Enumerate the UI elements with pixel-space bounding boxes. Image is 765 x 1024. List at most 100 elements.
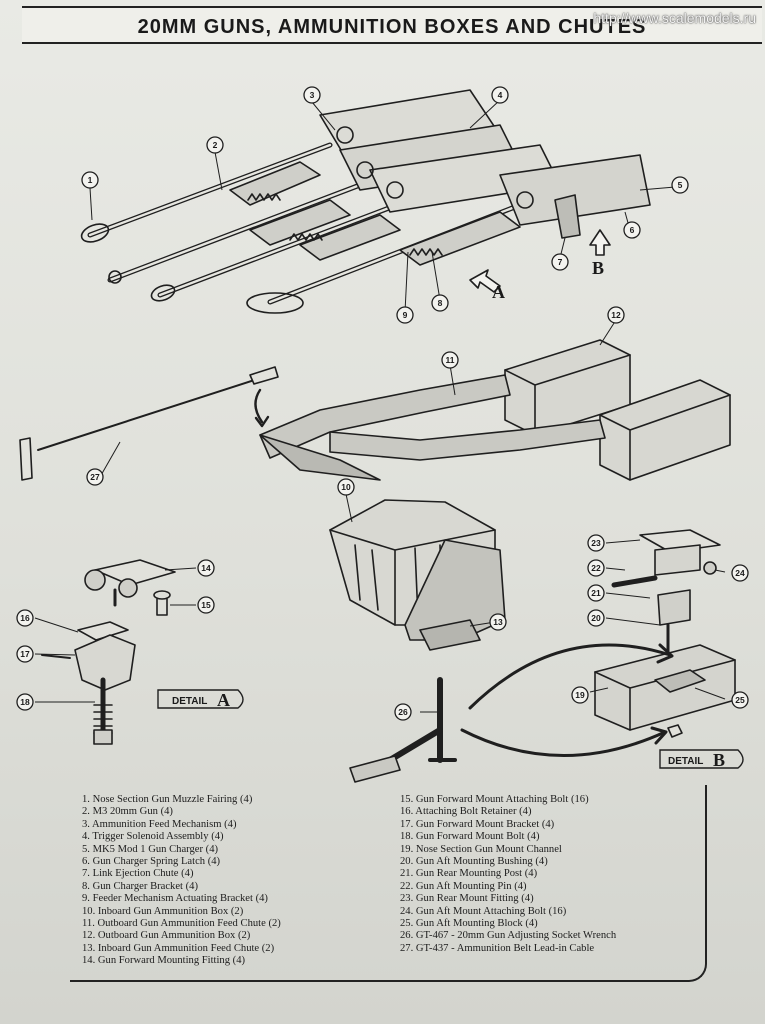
legend-item: 7. Link Ejection Chute (4) xyxy=(82,868,194,880)
callout-13: 13 xyxy=(489,613,507,631)
legend-item: 24. Gun Aft Mount Attaching Bolt (16) xyxy=(400,905,567,917)
callout-number: 8 xyxy=(438,298,443,308)
view-arrow-a-shape xyxy=(469,269,501,293)
callout-circle xyxy=(396,306,414,324)
callout-number: 23 xyxy=(591,538,601,548)
callout-number: 26 xyxy=(398,707,408,717)
view-arrow-b-shape xyxy=(589,229,611,256)
callout-circle xyxy=(489,613,507,631)
inboard-box-group xyxy=(329,499,506,651)
callout-number: 13 xyxy=(493,617,503,627)
callout-10: 10 xyxy=(337,478,355,496)
callout-circle xyxy=(197,596,215,614)
callout-15: 15 xyxy=(197,596,215,614)
callout-9: 9 xyxy=(396,306,414,324)
legend-item: 4. Trigger Solenoid Assembly (4) xyxy=(82,831,224,843)
callout-20: 20 xyxy=(587,609,605,627)
callout-23: 23 xyxy=(587,534,605,552)
callout-circle xyxy=(587,534,605,552)
legend-column-right: 15. Gun Forward Mount Attaching Bolt (16… xyxy=(400,794,616,955)
legend-item: 25. Gun Aft Mounting Block (4) xyxy=(400,918,538,930)
legend-item: 17. Gun Forward Mount Bracket (4) xyxy=(400,818,555,830)
legend-item: 15. Gun Forward Mount Attaching Bolt (16… xyxy=(400,794,589,805)
callout-number: 10 xyxy=(341,482,351,492)
callout-25: 25 xyxy=(731,691,749,709)
callout-12: 12 xyxy=(607,306,625,324)
legend-item: 26. GT-467 - 20mm Gun Adjusting Socket W… xyxy=(400,930,617,942)
detail-a-letter: A xyxy=(217,690,230,710)
legend-item: 9. Feeder Mechanism Actuating Bracket (4… xyxy=(82,893,268,905)
callout-number: 17 xyxy=(20,649,30,659)
legend-item: 8. Gun Charger Bracket (4) xyxy=(82,880,199,892)
callout-1: 1 xyxy=(81,171,99,189)
callout-8: 8 xyxy=(431,294,449,312)
callout-circle xyxy=(441,351,459,369)
callout-7: 7 xyxy=(551,253,569,271)
callout-circle xyxy=(206,136,224,154)
callout-circle xyxy=(571,686,589,704)
detail-a-group xyxy=(41,559,176,745)
callout-circle xyxy=(731,691,749,709)
callout-circle xyxy=(587,584,605,602)
leader-lines xyxy=(34,99,726,713)
legend-item: 5. MK5 Mod 1 Gun Charger (4) xyxy=(82,843,219,855)
callout-24: 24 xyxy=(731,564,749,582)
detail-b-prefix: DETAIL xyxy=(668,756,703,767)
callout-number: 9 xyxy=(403,310,408,320)
callout-circle xyxy=(16,645,34,663)
callout-circle xyxy=(607,306,625,324)
callout-number: 24 xyxy=(735,568,745,578)
callout-number: 3 xyxy=(310,90,315,100)
legend-item: 6. Gun Charger Spring Latch (4) xyxy=(82,856,221,868)
callout-circle xyxy=(86,468,104,486)
callout-number: 20 xyxy=(591,613,601,623)
callout-circle xyxy=(587,609,605,627)
diagram-svg: 1234567891011121314151617181920212223242… xyxy=(16,86,749,783)
legend-column-left: 1. Nose Section Gun Muzzle Fairing (4)2.… xyxy=(82,794,281,968)
legend-item: 11. Outboard Gun Ammunition Feed Chute (… xyxy=(82,918,281,930)
callout-circle xyxy=(431,294,449,312)
callout-number: 16 xyxy=(20,613,30,623)
legend-item: 19. Nose Section Gun Mount Channel xyxy=(400,843,562,855)
legend-item: 27. GT-437 - Ammunition Belt Lead-in Cab… xyxy=(400,942,595,954)
callout-number: 18 xyxy=(20,697,30,707)
callout-number: 21 xyxy=(591,588,601,598)
view-arrow-b-label: B xyxy=(592,258,604,278)
callout-27: 27 xyxy=(86,468,104,486)
detail-a-prefix: DETAIL xyxy=(172,696,207,707)
legend-item: 18. Gun Forward Mount Bolt (4) xyxy=(400,831,540,843)
callout-circle xyxy=(81,171,99,189)
callout-2: 2 xyxy=(206,136,224,154)
callout-4: 4 xyxy=(491,86,509,104)
callout-number: 11 xyxy=(446,355,455,365)
callout-number: 5 xyxy=(678,180,683,190)
callout-number: 25 xyxy=(735,695,745,705)
callout-number: 1 xyxy=(88,175,93,185)
callout-circle xyxy=(197,559,215,577)
legend-item: 10. Inboard Gun Ammunition Box (2) xyxy=(82,905,244,917)
detail-a-label: DETAIL A xyxy=(157,689,244,710)
watermark: http://www.scalemodels.ru xyxy=(593,10,756,26)
callout-3: 3 xyxy=(303,86,321,104)
callout-number: 22 xyxy=(591,563,601,573)
callout-6: 6 xyxy=(623,221,641,239)
callout-number: 14 xyxy=(201,563,211,573)
gun-assembly-group xyxy=(80,89,651,314)
legend-item: 23. Gun Rear Mount Fitting (4) xyxy=(400,893,534,905)
callout-circle xyxy=(587,559,605,577)
callout-circle xyxy=(491,86,509,104)
callout-circle xyxy=(394,703,412,721)
callout-circle xyxy=(337,478,355,496)
callout-17: 17 xyxy=(16,645,34,663)
callout-number: 19 xyxy=(575,690,585,700)
view-arrow-a-label: A xyxy=(492,282,505,302)
callout-26: 26 xyxy=(394,703,412,721)
callout-21: 21 xyxy=(587,584,605,602)
legend-item: 3. Ammunition Feed Mechanism (4) xyxy=(82,818,237,830)
legend-item: 20. Gun Aft Mounting Bushing (4) xyxy=(400,856,548,868)
callout-circle xyxy=(623,221,641,239)
legend-item: 14. Gun Forward Mounting Fitting (4) xyxy=(82,955,246,967)
callout-circle xyxy=(671,176,689,194)
